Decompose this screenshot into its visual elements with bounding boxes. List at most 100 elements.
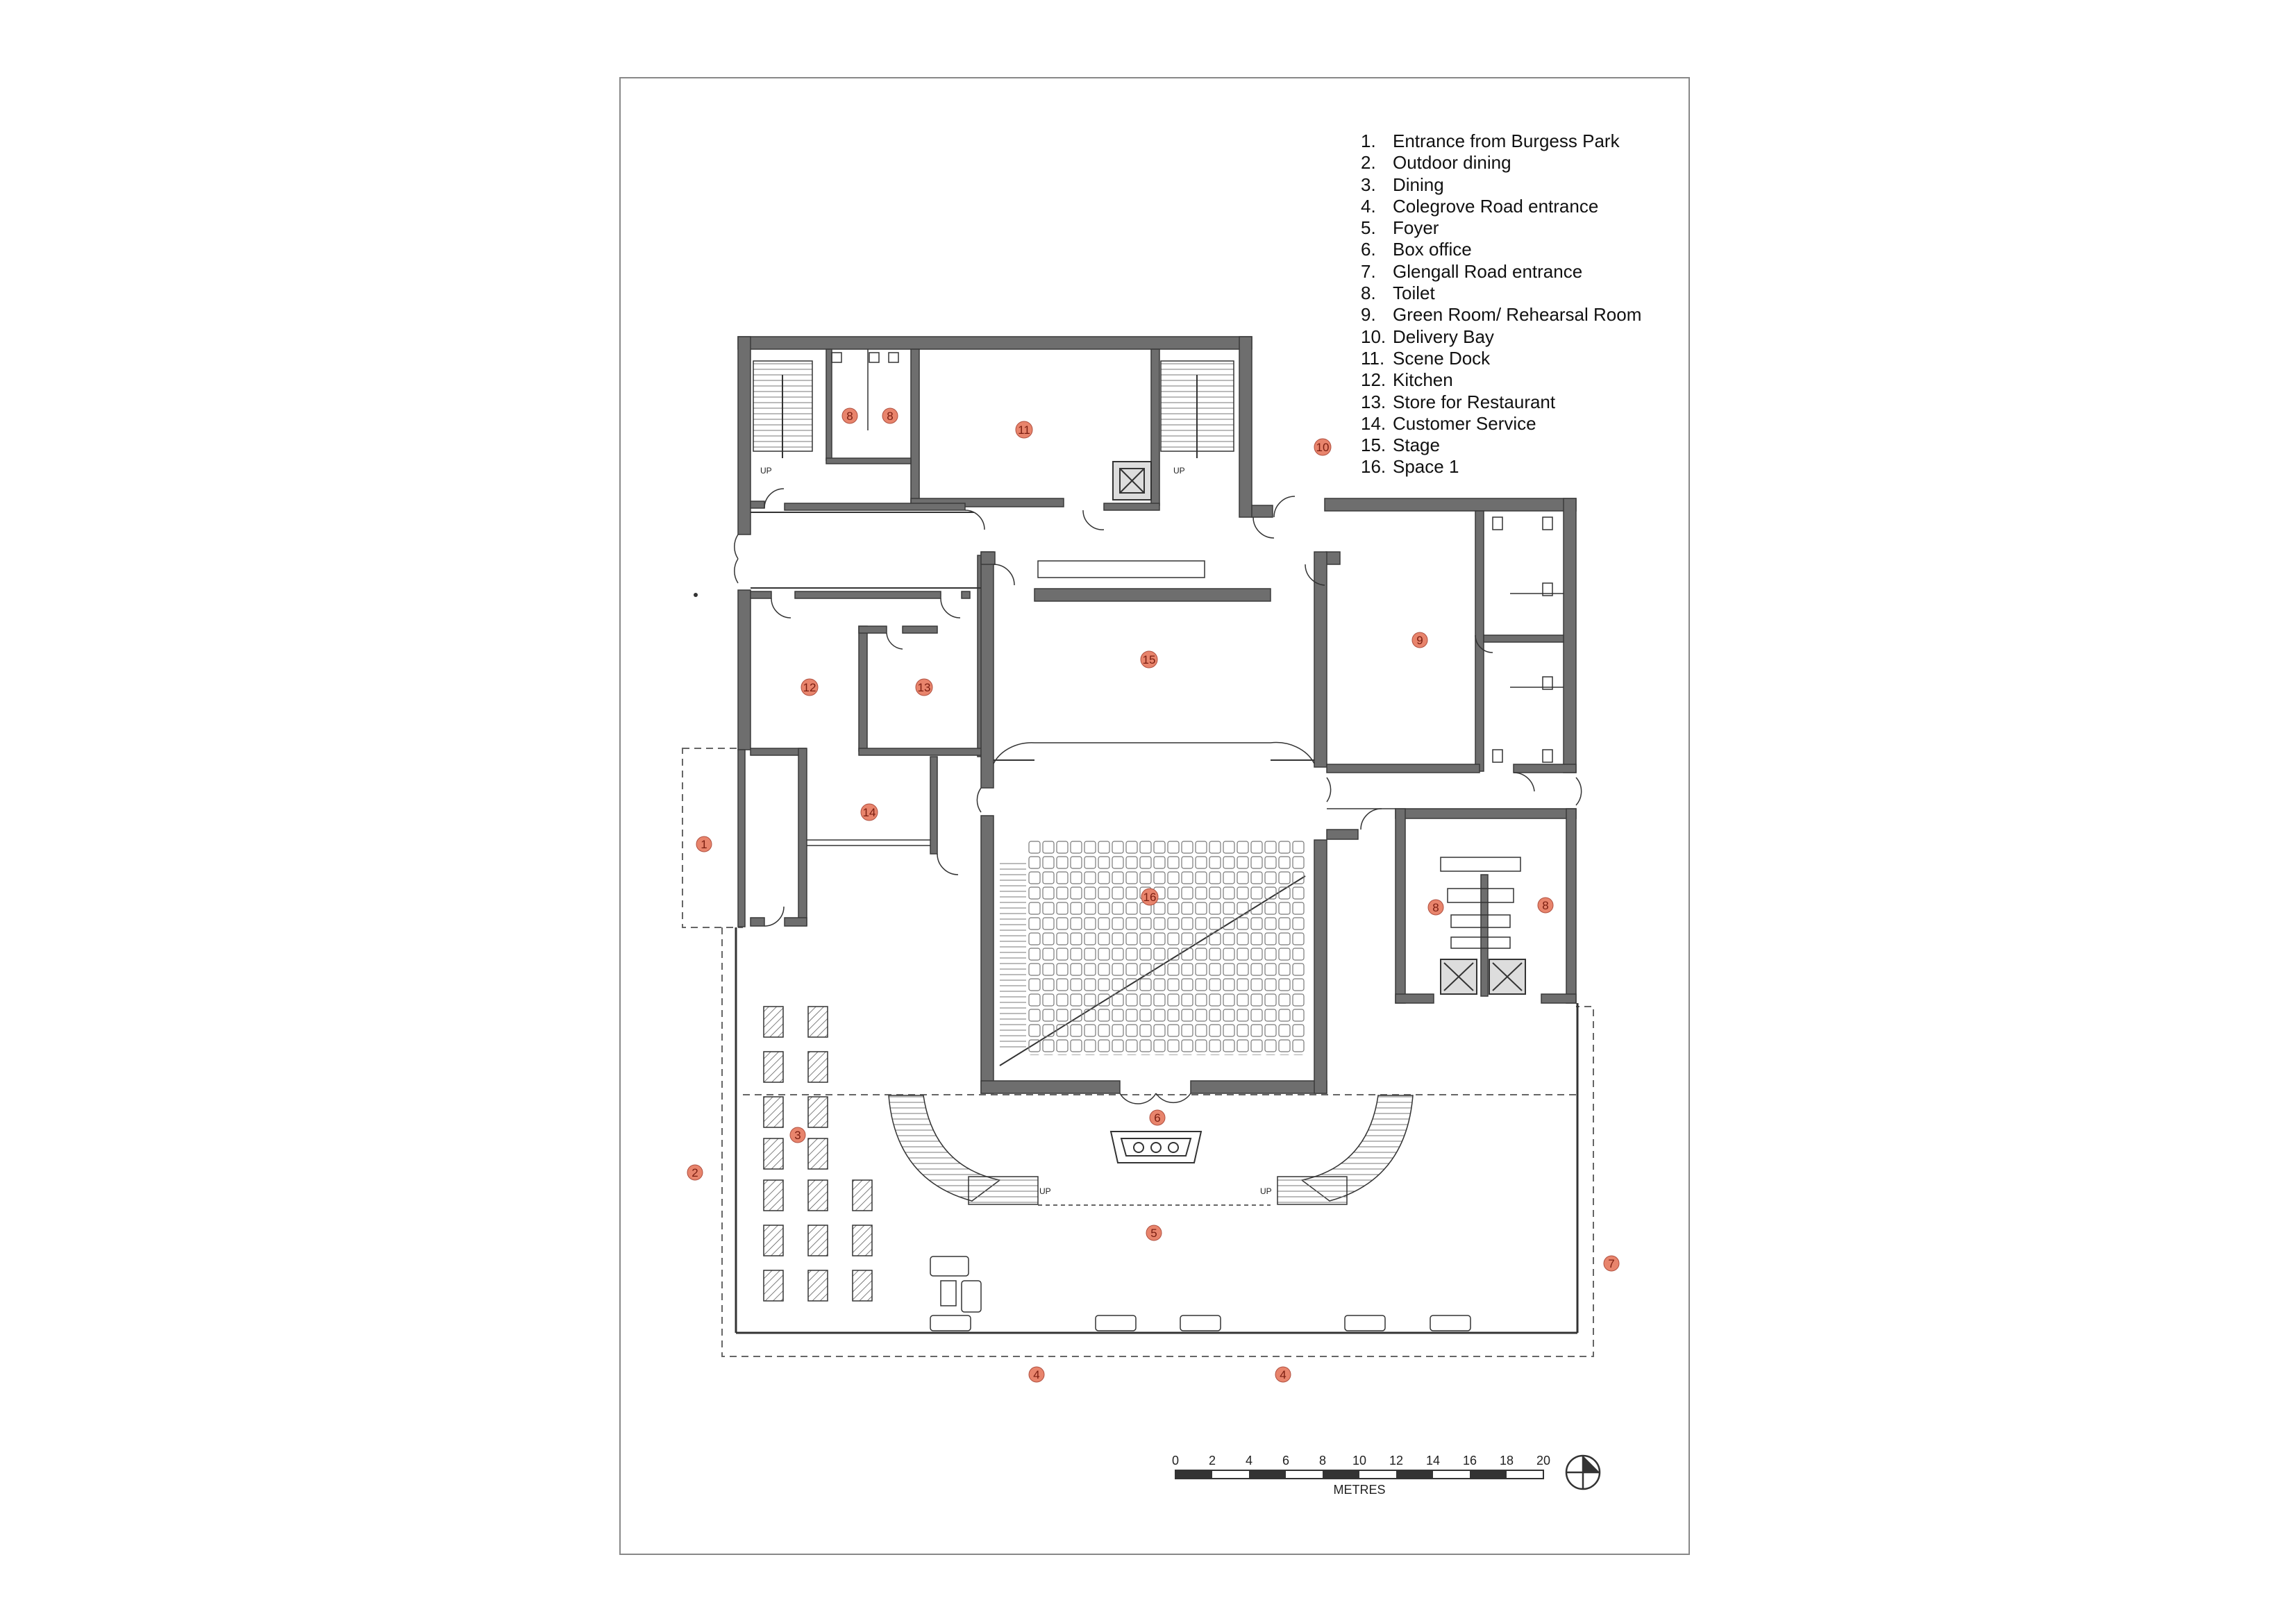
marker-13: 13 [915,678,933,696]
lift-north-x2 [1119,468,1145,494]
marker-9: 9 [1411,632,1428,648]
marker-5-label: 5 [1150,1227,1157,1240]
auditorium-aisle-left [1000,861,1026,1048]
dining-table [807,1225,828,1256]
wall-north-right [1239,336,1252,518]
sheet-border [619,77,1690,1555]
legend-item-number: 14. [1361,412,1386,434]
door-audience-south [1119,1093,1157,1104]
marker-8b-label: 8 [887,410,893,423]
dining-table [763,1270,784,1302]
scale-bar-tick-label: 16 [1463,1454,1477,1468]
plan-reference-dot [694,593,698,597]
sofa [1344,1315,1386,1331]
wall-stage-left [980,551,994,789]
marker-4b: 4 [1275,1366,1291,1383]
legend-item: 2.Outdoor dining [1361,152,1750,174]
legend-item: 16. Space 1 [1361,456,1750,478]
wall-customer-service-left [798,748,807,926]
marker-2: 2 [687,1164,703,1181]
marker-8c-label: 8 [1432,901,1439,914]
marker-16: 16 [1141,888,1159,906]
legend-item-number: 9. [1361,304,1376,326]
stairs: UP UP UP UP [753,360,1414,1205]
dining-table [807,1179,828,1211]
wall-core-left [1395,808,1406,1004]
legend-item-number: 4. [1361,195,1376,217]
north-arrow-icon [1565,1454,1601,1490]
dining-table [852,1225,873,1256]
marker-8a: 8 [841,407,858,424]
scale-bar-tick-label: 12 [1389,1454,1403,1468]
legend-item: 10.Delivery Bay [1361,326,1750,348]
scale-bar-tick-label: 10 [1352,1454,1366,1468]
wc-east-4 [1542,676,1553,690]
wall-corridor-bottom-mid2 [961,591,971,599]
scale-bar-tick-label: 4 [1246,1454,1252,1468]
door-cs-1 [937,853,959,875]
legend-item: 9. Green Room/ Rehearsal Room [1361,304,1750,326]
legend-item-label: Dining [1393,174,1444,195]
wall-north-left [737,336,751,535]
marker-13-label: 13 [918,681,931,694]
legend-item: 12.Kitchen [1361,369,1750,391]
door-audience-right [1326,777,1332,802]
marker-2-label: 2 [692,1166,698,1179]
wall-west-outer [737,589,751,750]
box-office-inner [1120,1138,1192,1157]
wall-audience-left [980,815,994,1094]
marker-6-label: 6 [1154,1111,1160,1125]
door-stage-right [1305,564,1325,586]
legend-item-number: 2. [1361,152,1376,174]
door-green-room [1475,634,1493,653]
marker-12: 12 [801,678,819,696]
dining-table [852,1179,873,1211]
marker-15-label: 15 [1143,653,1156,666]
entrance-canopy-west [682,748,743,928]
legend-item: 8.Toilet [1361,283,1750,304]
scale-bar-tick-label: 20 [1536,1454,1550,1468]
core-wc-row-4 [1450,936,1511,949]
legend-item: 1.Entrance from Burgess Park [1361,131,1750,152]
marker-8b: 8 [882,407,898,424]
proscenium-arc-left [993,742,1035,764]
legend-item-label: Space 1 [1393,456,1459,478]
core-wc-row-3 [1450,914,1511,928]
wall-audience-right-top [1326,829,1359,840]
marker-3: 3 [789,1127,806,1143]
wall-cs-bottom [750,917,765,927]
legend-item-number: 15. [1361,435,1386,456]
legend-item-label: Green Room/ Rehearsal Room [1393,304,1642,326]
legend-item: 4.Colegrove Road entrance [1361,196,1750,217]
core-wc-row-1 [1440,857,1521,872]
legend-item-number: 1. [1361,131,1376,151]
scale-bar-tick-label: 2 [1209,1454,1216,1468]
dining-table [763,1006,784,1038]
marker-1: 1 [696,836,712,852]
dining-table [763,1179,784,1211]
marker-10: 10 [1314,438,1332,456]
wall-green-room-bottom [1326,764,1480,773]
marker-8d: 8 [1537,897,1554,914]
wc-east-5 [1492,749,1503,763]
door-ne-1 [1252,516,1275,539]
marker-12-label: 12 [803,681,816,694]
door-store-top [886,632,903,650]
wall-corridor-top-right [1103,503,1160,511]
legend-item-number: 16. [1361,456,1386,478]
wall-corridor-top-left [750,501,765,509]
dining-table [763,1138,784,1170]
dining-table [763,1096,784,1128]
wall-cs-right [930,756,938,855]
wall-corridor-bottom-left [750,591,772,599]
wall-toilets-north-divider [826,348,832,461]
lift-core-1-x2 [1443,962,1474,991]
wall-corridor-top-mid [784,503,966,511]
marker-9-label: 9 [1416,634,1423,647]
foyer-sofas [930,1256,1471,1331]
marker-14-label: 14 [863,806,876,819]
legend-item-label: Box office [1393,239,1472,260]
dining-table [807,1138,828,1170]
